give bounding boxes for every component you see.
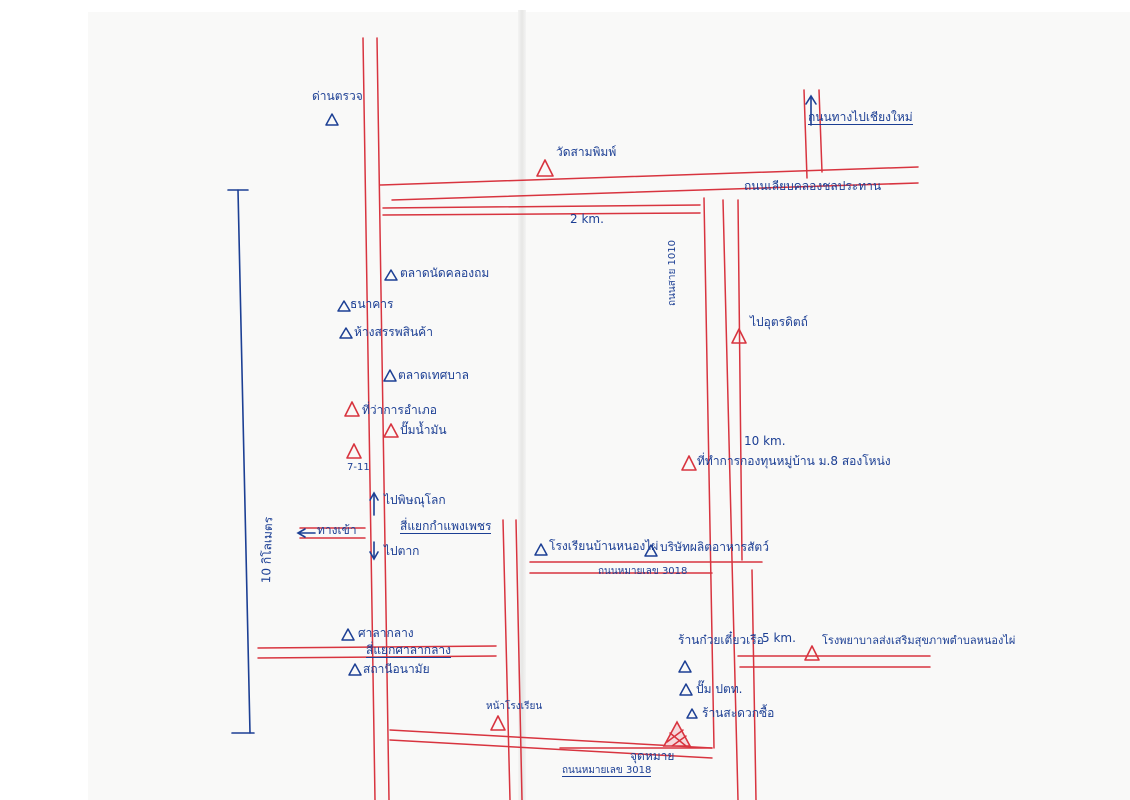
paper-fold	[518, 10, 526, 800]
label-temple-top: วัดสามพิมพ์	[556, 145, 617, 159]
label-police: ด่านตรวจ	[312, 89, 363, 103]
landmark-triangle-icon	[534, 543, 548, 556]
label-bank: ธนาคาร	[350, 297, 394, 311]
label-road-3018-bottom: ถนนหมายเลข 3018	[562, 765, 652, 777]
label-5km: 5 km.	[762, 631, 796, 645]
label-7-11: 7-11	[347, 462, 370, 473]
road-bottom	[389, 729, 713, 759]
landmark-triangle-icon	[681, 455, 697, 471]
intersection-arrows	[296, 491, 379, 561]
landmark-triangle-icon	[339, 327, 353, 339]
label-intersection: สี่แยกกำแพงเพชร	[400, 519, 492, 534]
road-main-vertical	[362, 37, 390, 800]
road-north-branch	[803, 89, 823, 179]
label-road-to-chiangmai: ถนนทางไปเชียงใหม่	[808, 110, 913, 125]
label-2km: 2 km.	[570, 212, 604, 226]
label-destination: จุดหมาย	[630, 749, 675, 763]
landmark-triangle-icon	[348, 663, 362, 676]
road-bottom-right	[751, 569, 757, 800]
label-market-north: ตลาดเทศบาล	[398, 368, 470, 382]
landmark-triangle-icon	[536, 159, 554, 177]
label-hospital: โรงพยาบาลส่งเสริมสุขภาพตำบลหนองไผ่	[822, 634, 1016, 647]
label-to-tak: ไปตาก	[384, 544, 420, 558]
road-1010	[703, 197, 743, 800]
label-junction: หน้าโรงเรียน	[486, 701, 543, 712]
landmark-triangle-icon	[678, 660, 692, 673]
label-petrol: ปั๊มน้ำมัน	[400, 423, 447, 437]
road-inner-top	[382, 204, 701, 216]
landmark-triangle-icon	[686, 708, 698, 719]
label-market: ตลาดนัดคลองถม	[400, 266, 490, 280]
label-to-pitsanulok: ไปพิษณุโลก	[384, 493, 446, 507]
paper	[88, 12, 1130, 800]
label-upper-thai: ไปอุตรดิตถ์	[750, 315, 808, 329]
north-arrow-icon	[805, 94, 817, 126]
landmark-triangle-icon	[679, 683, 693, 696]
label-village-office: ที่ทำการกองทุนหมู่บ้าน ม.8 สองโหน่ง	[697, 454, 891, 468]
scale-bar-10km	[227, 189, 255, 734]
landmark-triangle-icon	[644, 544, 658, 557]
label-10km-left: 10 กิโลเมตร	[259, 516, 276, 584]
label-gas-station: ปั๊ม ปตท.	[696, 682, 743, 696]
landmark-triangle-icon	[490, 715, 506, 731]
label-school: โรงเรียนบ้านหนองไผ่	[549, 539, 659, 553]
label-clinic: สถานีอนามัย	[363, 662, 430, 676]
label-road-3018: ถนนหมายเลข 3018	[598, 566, 688, 577]
label-company: บริษัทผลิตอาหารสัตว์	[660, 540, 769, 554]
landmark-triangle-icon	[346, 443, 362, 459]
road-inner-vertical	[502, 519, 523, 800]
landmark-triangle-icon	[731, 328, 747, 344]
landmark-triangle-icon	[325, 113, 339, 126]
landmark-triangle-icon	[383, 369, 397, 382]
label-town-hall: ศาลากลาง	[358, 626, 414, 640]
label-road-1010: ถนนสาย 1010	[667, 240, 678, 306]
landmark-triangle-icon	[384, 269, 398, 281]
label-shop-noodle: ร้านก๋วยเตี๋ยวเรือ	[678, 633, 764, 647]
label-stop: ทางเข้า	[317, 523, 357, 537]
label-city-hall: ที่ว่าการอำเภอ	[362, 403, 437, 417]
landmark-triangle-icon	[341, 628, 355, 641]
label-district-office: สี่แยกศาลากลาง	[366, 643, 452, 658]
landmark-triangle-icon	[337, 300, 351, 312]
road-hospital-branch	[737, 655, 931, 668]
label-10km-right: 10 km.	[744, 434, 786, 448]
road-3018	[529, 561, 763, 574]
destination-marker-icon	[662, 720, 692, 747]
label-hotel: ห้างสรรพสินค้า	[354, 325, 433, 339]
landmark-triangle-icon	[344, 401, 360, 417]
label-store: ร้านสะดวกซื้อ	[702, 706, 775, 720]
landmark-triangle-icon	[383, 423, 399, 438]
road-left-junction	[299, 527, 366, 539]
label-road-top-right: ถนนเลียบคลองชลประทาน	[744, 179, 882, 193]
road-top-horizontal	[379, 166, 919, 201]
landmark-triangle-icon	[804, 645, 820, 661]
